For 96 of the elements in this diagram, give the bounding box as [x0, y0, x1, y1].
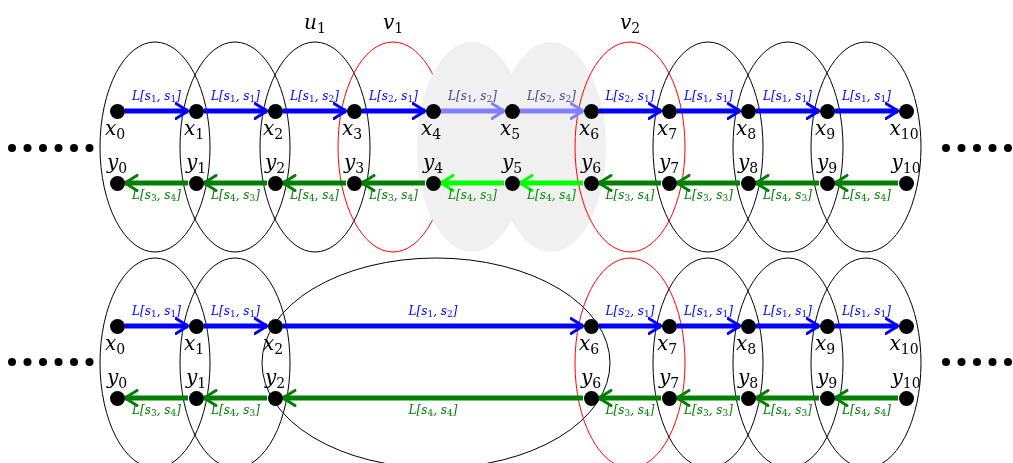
arrow: [441, 102, 506, 120]
vertex-label: x$_{7}$: [656, 117, 678, 138]
vertex-label: y$_{0}$: [106, 151, 128, 174]
arrow: [202, 389, 267, 407]
edge-label: L[s$_{2}$, s$_{2}$]: [527, 90, 576, 103]
edge-label: L[s$_{1}$, s$_{1}$]: [763, 305, 812, 318]
edge-label: L[s$_{1}$, s$_{1}$]: [132, 305, 181, 318]
vertex-label: x$_{3}$: [341, 117, 363, 138]
vertex-label: x$_{6}$: [578, 332, 600, 353]
edge-label: L[s$_{2}$, s$_{1}$]: [605, 90, 655, 103]
edge-label: L[s$_{2}$, s$_{1}$]: [369, 90, 418, 103]
vertex-label: x$_{9}$: [814, 332, 836, 353]
vertex-label: x$_{2}$: [262, 117, 284, 138]
arrow: [754, 174, 819, 192]
edge-label: L[s$_{3}$, s$_{4}$]: [605, 404, 655, 417]
vertex-label: x$_{10}$: [889, 117, 919, 138]
edge-label: L[s$_{1}$, s$_{2}$]: [408, 305, 458, 318]
arrow: [281, 389, 583, 407]
edge-label: L[s$_{1}$, s$_{1}$]: [842, 90, 891, 103]
vertex-label: y$_{3}$: [343, 151, 365, 174]
vertex-label: y$_{5}$: [501, 151, 523, 174]
vertex-label: y$_{8}$: [737, 151, 759, 174]
arrow: [123, 174, 188, 192]
vertex-label: x$_{9}$: [814, 117, 836, 138]
vertex-label: x$_{4}$: [420, 117, 442, 138]
vertex-label: y$_{1}$: [185, 151, 207, 174]
edge-label: L[s$_{1}$, s$_{1}$]: [211, 90, 260, 103]
vertex-label: x$_{1}$: [183, 117, 205, 138]
set-label: u$_{1}$: [304, 12, 326, 32]
set-label: v$_{2}$: [619, 12, 641, 32]
vertex-label: y$_{2}$: [264, 366, 286, 389]
arrow: [677, 102, 742, 120]
vertex-label: y$_{6}$: [580, 366, 602, 389]
set-label: v$_{1}$: [382, 12, 404, 32]
vertex-label: x$_{10}$: [889, 332, 919, 353]
arrow: [125, 317, 190, 335]
edge-label: L[s$_{3}$, s$_{4}$]: [605, 189, 655, 202]
arrow: [281, 174, 346, 192]
vertex-label: y$_{9}$: [816, 366, 838, 389]
arrow: [754, 389, 819, 407]
arrow: [283, 102, 348, 120]
arrow: [202, 174, 267, 192]
arrow: [362, 102, 427, 120]
vertex-label: y$_{6}$: [580, 151, 602, 174]
vertex-label: x$_{0}$: [104, 117, 126, 138]
arrow: [835, 102, 900, 120]
edge-label: L[s$_{1}$, s$_{2}$]: [290, 90, 339, 103]
arrow: [439, 174, 504, 192]
arrow: [833, 389, 898, 407]
edge-label: L[s$_{2}$, s$_{1}$]: [605, 305, 655, 318]
arrow: [835, 317, 900, 335]
arrow: [756, 317, 821, 335]
vertex-label: x$_{0}$: [104, 332, 126, 353]
arrow: [204, 102, 269, 120]
vertex-label: y$_{2}$: [264, 151, 286, 174]
vertex-label: x$_{5}$: [499, 117, 521, 138]
vertex-label: y$_{7}$: [658, 366, 680, 389]
arrow: [599, 102, 663, 120]
edge-label: L[s$_{1}$, s$_{2}$]: [448, 90, 497, 103]
arrow: [283, 317, 585, 335]
vertex-label: y$_{9}$: [816, 151, 838, 174]
vertex-label: x$_{8}$: [735, 332, 757, 353]
edge-label: L[s$_{4}$, s$_{3}$]: [448, 189, 497, 202]
vertex-label: y$_{8}$: [737, 366, 759, 389]
vertex-label: y$_{7}$: [658, 151, 680, 174]
vertex-label: y$_{1}$: [185, 366, 207, 389]
arrow: [756, 102, 821, 120]
arrow: [123, 389, 188, 407]
arrow: [675, 389, 740, 407]
vertex-label: y$_{4}$: [422, 151, 444, 174]
vertex-label: y$_{0}$: [106, 366, 128, 389]
arrow: [599, 317, 663, 335]
vertex-label: x$_{7}$: [656, 332, 678, 353]
arrow: [360, 174, 425, 192]
arrow: [597, 174, 661, 192]
vertex-label: y$_{10}$: [891, 366, 921, 389]
edge-label: L[s$_{1}$, s$_{1}$]: [684, 90, 733, 103]
vertex-label: x$_{8}$: [735, 117, 757, 138]
arrow: [675, 174, 740, 192]
edge-label: L[s$_{1}$, s$_{1}$]: [763, 90, 812, 103]
arrow: [518, 174, 583, 192]
arrow: [833, 174, 898, 192]
arrow: [677, 317, 742, 335]
vertex-label: x$_{1}$: [183, 332, 205, 353]
vertex-label: x$_{6}$: [578, 117, 600, 138]
edge-label: L[s$_{1}$, s$_{1}$]: [132, 90, 181, 103]
arrow: [597, 389, 661, 407]
vertex-label: y$_{10}$: [891, 151, 921, 174]
arrow: [125, 102, 190, 120]
edge-label: L[s$_{1}$, s$_{1}$]: [684, 305, 733, 318]
edge-label: L[s$_{1}$, s$_{1}$]: [211, 305, 260, 318]
edge-label: L[s$_{4}$, s$_{4}$]: [408, 404, 458, 417]
edge-label: L[s$_{4}$, s$_{4}$]: [527, 189, 576, 202]
arrow: [204, 317, 269, 335]
arrow: [520, 102, 585, 120]
edge-label: L[s$_{1}$, s$_{1}$]: [842, 305, 891, 318]
